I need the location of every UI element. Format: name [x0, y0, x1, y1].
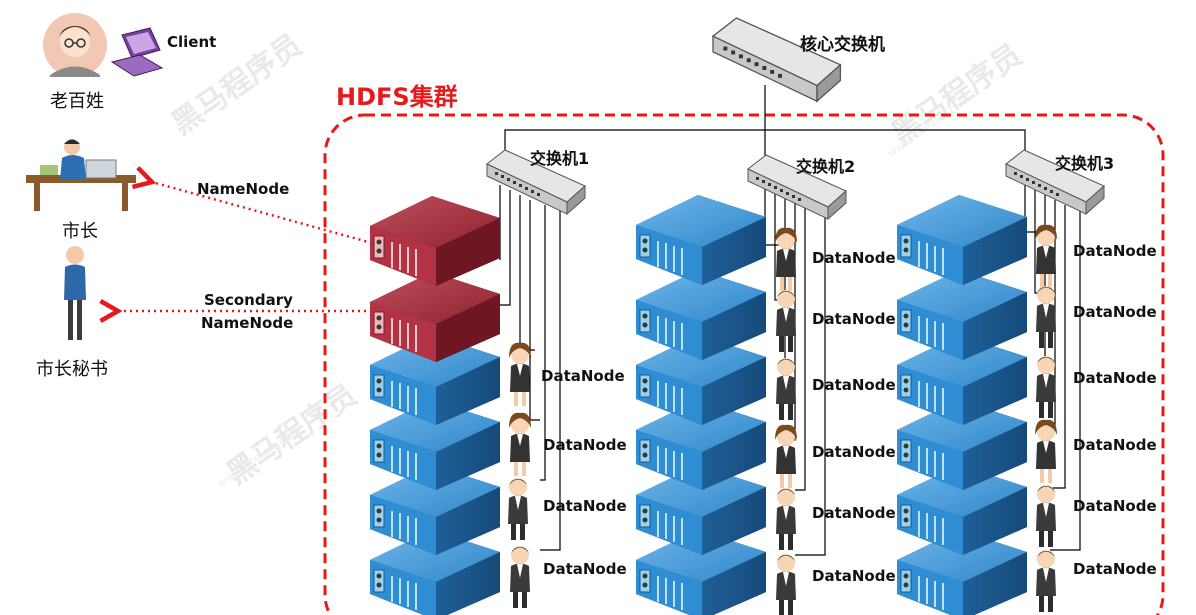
datanode-label: DataNode	[543, 560, 627, 578]
namenode-arrow	[131, 166, 373, 245]
datanode-label: DataNode	[543, 497, 627, 515]
datanode-person-icon	[1035, 419, 1057, 483]
mayor-label: 市长	[62, 221, 98, 242]
namenode-server	[369, 195, 501, 287]
rack2	[635, 194, 767, 615]
datanode-label: DataNode	[812, 443, 896, 461]
datanode-person-icon	[508, 478, 528, 540]
switch1-label: 交换机1	[530, 149, 590, 168]
datanode-person-icon	[776, 554, 796, 615]
cluster-title: HDFS集群	[336, 83, 458, 111]
datanode-person-icon	[509, 342, 531, 406]
switch2-label: 交换机2	[796, 157, 856, 176]
datanode-label: DataNode	[812, 376, 896, 394]
rack3	[896, 194, 1028, 615]
secretary-icon	[64, 246, 86, 340]
secretary-label: 市长秘书	[36, 359, 108, 380]
civilian-label: 老百姓	[50, 91, 104, 112]
datanode-person-icon	[1036, 550, 1056, 612]
datanode-person-icon	[775, 424, 797, 488]
datanode-label: DataNode	[1073, 242, 1157, 260]
datanode-label: DataNode	[1073, 436, 1157, 454]
datanode-label: DataNode	[812, 504, 896, 522]
datanode-label: DataNode	[1073, 369, 1157, 387]
civilian-avatar	[43, 13, 107, 77]
datanode-person-icon	[509, 412, 531, 476]
namenode-arrow-label: NameNode	[197, 180, 290, 198]
hdfs-cluster-border	[323, 113, 1165, 615]
datanode-label: DataNode	[812, 249, 896, 267]
secondary-label-line2: NameNode	[201, 314, 294, 332]
datanode-label: DataNode	[541, 367, 625, 385]
datanode-person-icon	[1036, 356, 1056, 418]
datanode-label: DataNode	[812, 567, 896, 585]
core-switch-label: 核心交换机	[800, 35, 885, 55]
datanode-person-icon	[1035, 224, 1057, 288]
datanode-person-icon	[775, 227, 797, 291]
datanode-label: DataNode	[1073, 303, 1157, 321]
datanode-person-icon	[776, 488, 796, 550]
client-computer-icon	[110, 27, 164, 77]
datanode-person-icon	[510, 546, 530, 608]
secondary-label-line1: Secondary	[204, 291, 293, 309]
rack1	[369, 195, 501, 615]
mayor-desk-icon	[26, 139, 136, 211]
datanode-person-icon	[776, 290, 796, 352]
client-label: Client	[167, 33, 217, 51]
datanode-label: DataNode	[1073, 560, 1157, 578]
datanode-label: DataNode	[812, 310, 896, 328]
datanode-person-icon	[1036, 286, 1056, 348]
datanode-person-icon	[776, 358, 796, 420]
datanode-label: DataNode	[543, 436, 627, 454]
datanode-person-icon	[1036, 485, 1056, 547]
datanode-label: DataNode	[1073, 497, 1157, 515]
switch3-label: 交换机3	[1055, 154, 1115, 173]
